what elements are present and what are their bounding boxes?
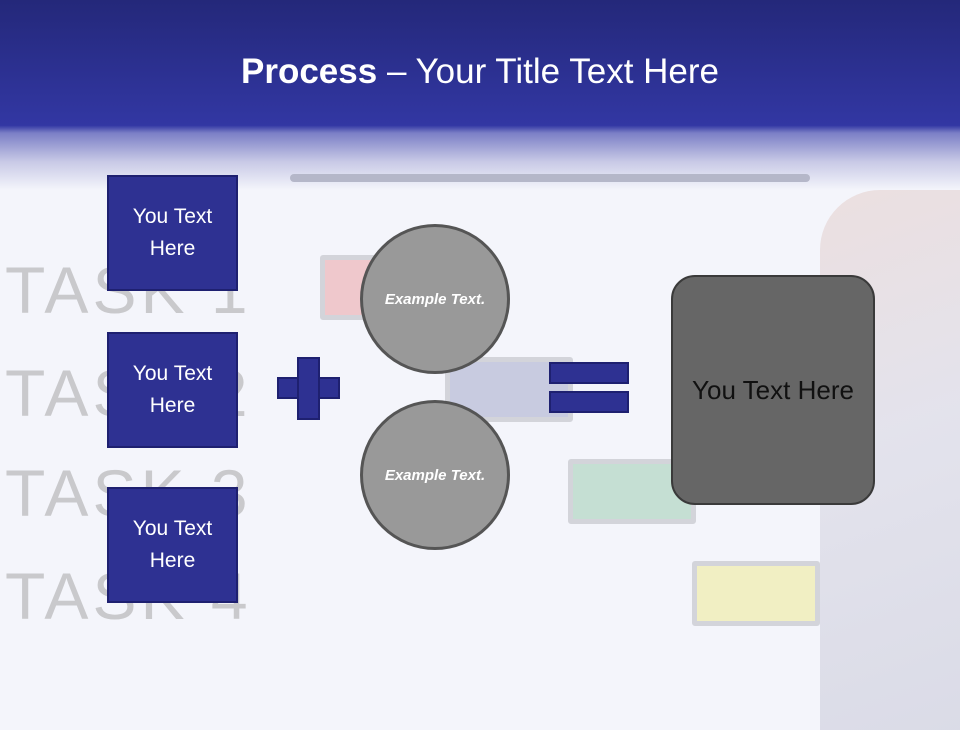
process-box-2[interactable]: You Text Here — [107, 332, 238, 448]
example-circle-1[interactable]: Example Text. — [360, 224, 510, 374]
result-box[interactable]: You Text Here — [671, 275, 875, 505]
bg-word-time: TIME — [470, 125, 629, 139]
example-circle-2[interactable]: Example Text. — [360, 400, 510, 550]
slide-title[interactable]: Process – Your Title Text Here — [0, 52, 960, 92]
timeline-arrow — [290, 174, 810, 182]
process-box-1[interactable]: You Text Here — [107, 175, 238, 291]
title-rest: – Your Title Text Here — [377, 52, 719, 91]
title-banner — [0, 0, 960, 190]
title-bold: Process — [241, 52, 378, 91]
task-bar-yellow — [692, 561, 820, 626]
process-box-3[interactable]: You Text Here — [107, 487, 238, 603]
